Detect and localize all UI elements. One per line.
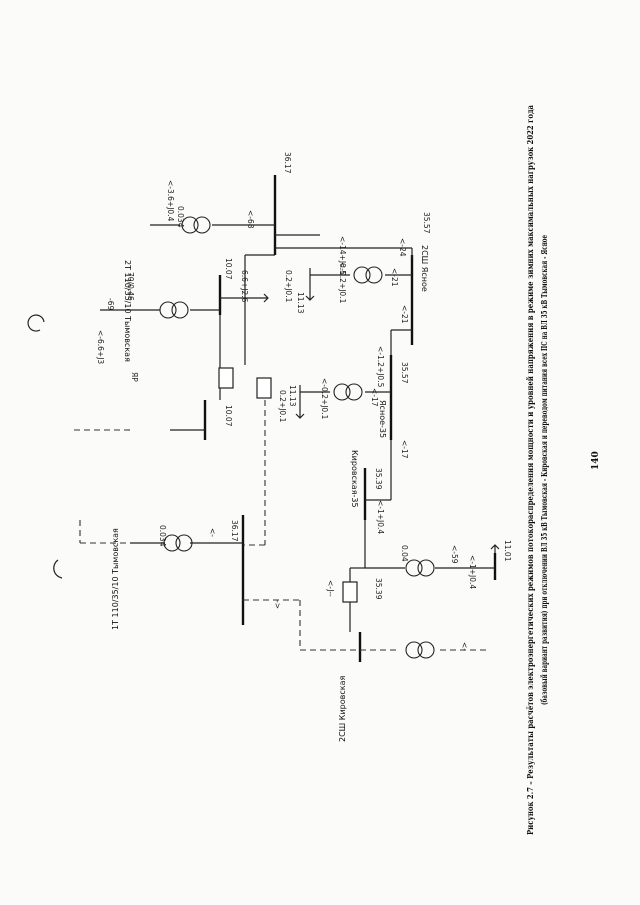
voltage-10-07-bottom: 10.07	[224, 405, 233, 427]
transformer-t1-tymovskaya	[163, 534, 193, 552]
label-yasnoe-2sh: 2СШ Ясное	[420, 245, 429, 292]
voltage-35-39-a: 35.39	[374, 468, 383, 490]
flow-yasnoe-mid: <-21	[400, 305, 409, 324]
flow-kir-t-lv: <-1+J0.4	[468, 555, 477, 589]
voltage-35-39-b: 35.39	[374, 578, 383, 600]
transformer-load-10kv	[159, 301, 189, 319]
flow-yasnoe-load: 0.2+J0.1	[284, 270, 293, 303]
voltage-36-17-bottom: 36.17	[230, 520, 239, 542]
label-t2-tymovskaya: 2Т 110/35/10 Тымовская	[123, 260, 132, 362]
flow-line-top: <-14+J0.5	[338, 236, 347, 275]
switch-sectional-1	[218, 367, 234, 389]
flow-yasnoe35-lv: <-0.2+J0.1	[320, 378, 329, 420]
flow-arrow-b: <-	[460, 642, 469, 651]
voltage-11-01: 11.01	[503, 540, 512, 562]
label-yasnoe-35: Ясное-35	[378, 400, 387, 438]
transformer-t2-tymovskaya	[181, 216, 211, 234]
flow-load-10: <-6.6+J3	[96, 330, 105, 364]
letter-r: ЯР	[130, 372, 139, 382]
flow-t1-v: <-	[208, 528, 217, 537]
load-arrow-10kv	[255, 293, 269, 303]
tag-70: 70/0.46	[126, 272, 135, 301]
transformer-kirovskaya-2sh	[405, 641, 435, 659]
load-arrow-11kv	[490, 544, 500, 553]
flow-yasnoe-t-lv: <-0.2+J0.1	[338, 262, 347, 304]
switch-sectional-2	[256, 377, 272, 399]
flow-yasnoe35-in: <-17	[400, 440, 409, 459]
switch-kirovskaya	[342, 581, 358, 603]
voltage-36-17-top: 36.17	[283, 152, 292, 174]
transformer-kirovskaya-35	[405, 559, 435, 577]
flow-line-top-r: <-24	[398, 238, 407, 257]
flow-kir-line: <-1+J0.4	[376, 500, 385, 534]
flow-t2-hv-r: <-68	[246, 210, 255, 229]
figure-caption-line1: Рисунок 2.7 – Результаты расчётов электр…	[525, 105, 536, 835]
flow-yasnoe35-t: <-17	[370, 388, 379, 407]
flow-t1-hv: 0.034	[158, 525, 167, 547]
flow-load-10-s: -69	[106, 298, 115, 310]
transformer-yasnoe-2sh	[353, 266, 383, 284]
load-arrow-yasnoe	[305, 290, 315, 301]
flow-kir-t-s: 0.04	[400, 545, 409, 562]
voltage-35-57-a: 35.57	[422, 212, 431, 234]
page-number: 140	[591, 451, 601, 470]
scan-mark-top	[27, 314, 45, 332]
figure-caption-line2: (базовый вариант развития) при отключени…	[539, 235, 550, 705]
flow-sw-kir: <-J--	[326, 580, 335, 597]
flow-arrow-a: ->	[273, 600, 282, 609]
flow-kir-t: <-59	[450, 545, 459, 564]
label-kirovskaya-35: Кировская-35	[350, 450, 359, 508]
flow-line-mid: <-1.2+J0.5	[376, 346, 385, 388]
flow-t2-hv-s: 0.034	[176, 206, 185, 228]
scan-mark-bottom	[53, 559, 63, 579]
flow-t2-hv: <-3.6+J0.4	[166, 180, 175, 222]
label-t1-tymovskaya: 1Т 110/35/10 Тымовская	[111, 528, 120, 630]
flow-yasnoe-t: <-21	[390, 268, 399, 287]
transformer-yasnoe-35	[333, 383, 363, 401]
voltage-11-13-a: 11.13	[288, 385, 297, 407]
voltage-10-07-top: 10.07	[224, 258, 233, 280]
load-arrow-yasnoe-35	[295, 408, 305, 419]
label-kirovskaya-2sh: 2СШ Кировская	[338, 676, 347, 742]
voltage-11-13-b: 11.13	[296, 292, 305, 314]
flow-66: 6.6+J2.6	[240, 270, 249, 303]
flow-yasnoe35-load: 0.2+J0.1	[278, 390, 287, 423]
voltage-35-57-b: 35.57	[400, 362, 409, 384]
